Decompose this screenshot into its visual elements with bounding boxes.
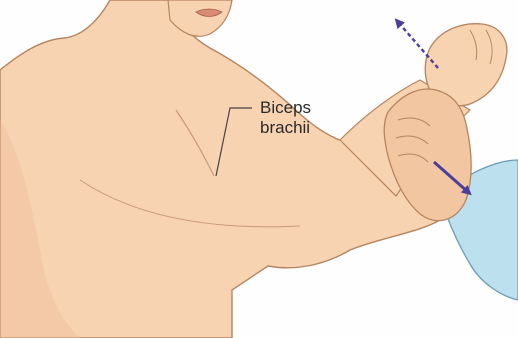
label-line-2: brachii (260, 118, 350, 138)
biceps-brachii-label: Biceps brachii (260, 98, 350, 138)
label-line-1: Biceps (260, 98, 350, 118)
